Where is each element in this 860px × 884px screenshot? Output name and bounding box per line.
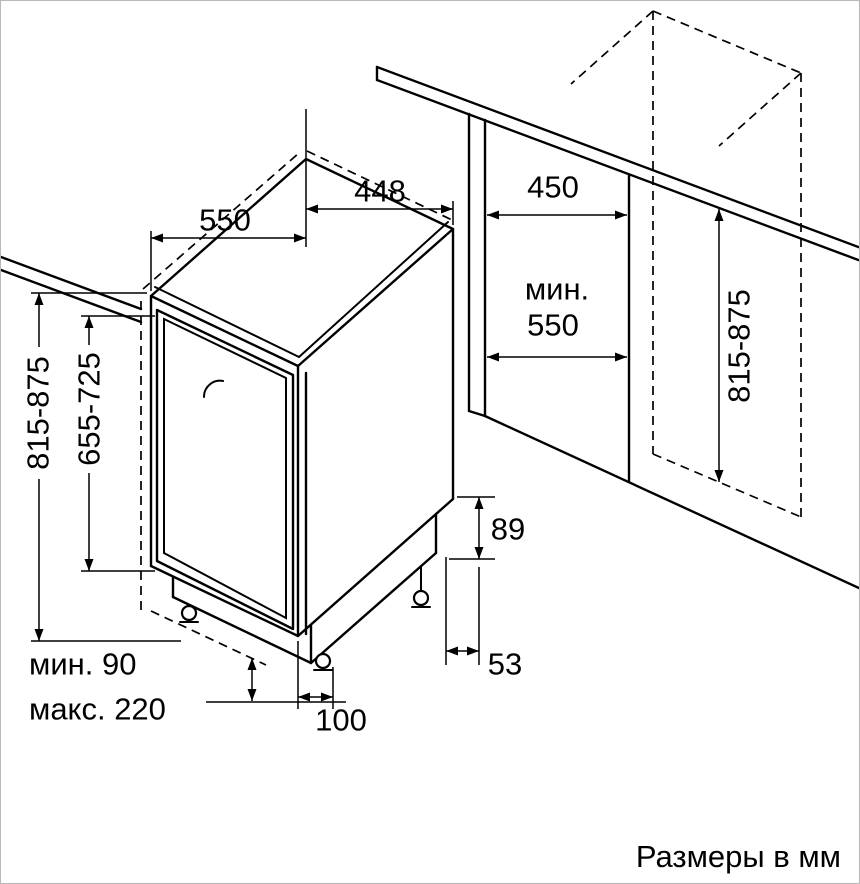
dim-label-feet-min: мин. 90 bbox=[29, 646, 137, 682]
appliance-door bbox=[155, 308, 295, 631]
niche-volume-dashed bbox=[570, 10, 802, 518]
appliance-feet bbox=[179, 565, 431, 671]
door-handle-icon bbox=[202, 379, 224, 398]
foot-rear-right-icon bbox=[412, 589, 430, 607]
foot-front-left-icon bbox=[180, 604, 198, 622]
dim-label-niche-depth-value: 550 bbox=[527, 307, 579, 343]
appliance-niche-dashed bbox=[140, 150, 453, 666]
cabinet-niche bbox=[467, 10, 859, 590]
dim-label-appliance-depth: 550 bbox=[199, 202, 251, 238]
appliance bbox=[149, 157, 455, 671]
dim-label-appliance-width: 448 bbox=[354, 173, 406, 209]
dim-label-niche-height: 815-875 bbox=[721, 289, 757, 403]
dim-label-rear-base-height: 89 bbox=[490, 511, 526, 547]
dim-label-niche-width: 450 bbox=[527, 169, 579, 205]
dim-label-door-height: 655-725 bbox=[71, 352, 107, 466]
dimension-lines bbox=[31, 109, 724, 709]
dim-label-base-side-offset: 53 bbox=[487, 646, 523, 682]
worktop bbox=[1, 65, 859, 324]
dim-label-plinth-depth: 100 bbox=[315, 702, 367, 738]
dim-label-appliance-height: 815-875 bbox=[20, 356, 56, 470]
appliance-base bbox=[171, 512, 438, 665]
foot-front-right-icon bbox=[314, 652, 332, 670]
dim-label-niche-depth-prefix: мин. bbox=[524, 271, 590, 307]
dim-label-feet-max: макс. 220 bbox=[29, 691, 166, 727]
units-caption: Размеры в мм bbox=[635, 839, 841, 874]
